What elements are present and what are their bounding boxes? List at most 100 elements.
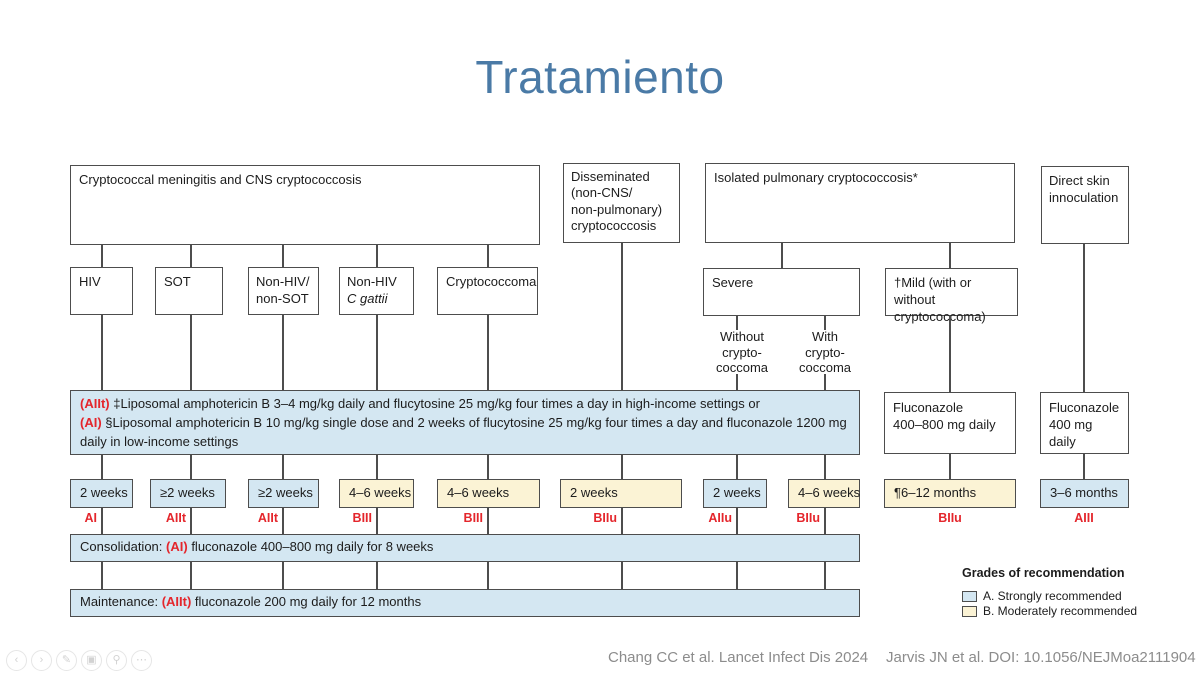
node-fluconazole-400-800: Fluconazole 400–800 mg daily <box>884 392 1016 454</box>
induction-line-1: (AIIt) ‡Liposomal amphotericin B 3–4 mg/… <box>80 395 850 414</box>
duration-box: 2 weeks <box>70 479 133 508</box>
connector-line <box>824 562 826 589</box>
maintenance-grade: (AIIt) <box>161 594 192 609</box>
connector-line <box>621 562 623 589</box>
zoom-icon[interactable]: ⚲ <box>106 650 127 671</box>
grade-label: AIIt <box>165 511 186 525</box>
induction-text-1: ‡Liposomal amphotericin B 3–4 mg/kg dail… <box>113 396 760 411</box>
consolidation-grade: (AI) <box>166 539 188 554</box>
connector-line <box>949 243 951 268</box>
connector-line <box>282 562 284 589</box>
branch-label-with-cryptococcoma: With crypto- coccoma <box>798 329 852 376</box>
see-all-slides-icon[interactable]: ▣ <box>81 650 102 671</box>
connector-line <box>282 245 284 267</box>
connector-line <box>621 243 623 390</box>
connector-line <box>824 508 826 534</box>
legend-item-a: A. Strongly recommended <box>962 589 1122 603</box>
duration-box: 4–6 weeks <box>339 479 414 508</box>
node-consolidation: Consolidation: (AI) fluconazole 400–800 … <box>70 534 860 562</box>
induction-line-2: (AI) §Liposomal amphotericin B 10 mg/kg … <box>80 414 850 452</box>
induction-grade-1: (AIIt) <box>80 396 110 411</box>
citation-left: Chang CC et al. Lancet Infect Dis 2024 <box>608 649 869 666</box>
duration-box: ≥2 weeks <box>248 479 319 508</box>
connector-line <box>736 508 738 534</box>
node-disseminated: Disseminated (non-CNS/ non-pulmonary) cr… <box>563 163 680 243</box>
connector-line <box>621 508 623 534</box>
node-nonhiv-nonsot: Non-HIV/ non-SOT <box>248 267 319 315</box>
connector-line <box>101 508 103 534</box>
connector-line <box>736 455 738 479</box>
duration-box: ≥2 weeks <box>150 479 226 508</box>
connector-line <box>736 316 738 330</box>
connector-line <box>1083 244 1085 392</box>
citation-right: Jarvis JN et al. DOI: 10.1056/NEJMoa2111… <box>886 649 1196 666</box>
node-induction-regimen: (AIIt) ‡Liposomal amphotericin B 3–4 mg/… <box>70 390 860 455</box>
connector-line <box>376 508 378 534</box>
grade-label: AI <box>84 511 98 525</box>
connector-line <box>282 315 284 390</box>
grade-label: AIIt <box>257 511 278 525</box>
grade-label: BIIu <box>938 511 962 525</box>
connector-line <box>487 455 489 479</box>
page-title: Tratamiento <box>475 51 725 103</box>
connector-line <box>736 562 738 589</box>
connector-line <box>190 245 192 267</box>
pen-icon[interactable]: ✎ <box>56 650 77 671</box>
node-cns-cryptococcosis: Cryptococcal meningitis and CNS cryptoco… <box>70 165 540 245</box>
node-hiv: HIV <box>70 267 133 315</box>
consolidation-prefix: Consolidation: <box>80 539 163 554</box>
induction-grade-2: (AI) <box>80 414 102 430</box>
duration-box: 4–6 weeks <box>437 479 540 508</box>
more-options-icon[interactable]: ⋯ <box>131 650 152 671</box>
node-sot: SOT <box>155 267 223 315</box>
duration-box: 2 weeks <box>560 479 682 508</box>
connector-line <box>824 374 826 390</box>
legend-label-b: B. Moderately recommended <box>983 604 1138 618</box>
node-nonhiv-cgattii-species: C gattii <box>347 290 388 306</box>
grade-label: BIII <box>352 511 372 525</box>
node-severe: Severe <box>703 268 860 316</box>
branch-label-without-cryptococcoma: Without crypto- coccoma <box>715 329 769 376</box>
grade-label: BIIu <box>796 511 820 525</box>
connector-line <box>376 245 378 267</box>
connector-line <box>376 562 378 589</box>
connector-line <box>824 316 826 330</box>
legend-item-b: B. Moderately recommended <box>962 604 1137 618</box>
connector-line <box>487 245 489 267</box>
connector-line <box>101 455 103 479</box>
duration-box: 2 weeks <box>703 479 767 508</box>
induction-text-2: §Liposomal amphotericin B 10 mg/kg singl… <box>80 414 847 449</box>
legend-swatch-yellow <box>962 605 977 617</box>
connector-line <box>736 374 738 390</box>
connector-line <box>282 508 284 534</box>
connector-line <box>190 562 192 589</box>
connector-line <box>487 508 489 534</box>
previous-slide-button[interactable]: ‹ <box>6 650 27 671</box>
connector-line <box>101 562 103 589</box>
connector-line <box>824 455 826 479</box>
maintenance-prefix: Maintenance: <box>80 594 159 609</box>
connector-line <box>487 562 489 589</box>
connector-line <box>190 455 192 479</box>
grade-label: AIII <box>1074 511 1094 525</box>
legend-swatch-blue <box>962 590 977 602</box>
legend-title: Grades of recommendation <box>962 566 1125 580</box>
node-nonhiv-cgattii-line1: Non-HIV <box>347 274 397 289</box>
duration-box: ¶6–12 months <box>884 479 1016 508</box>
next-slide-button[interactable]: › <box>31 650 52 671</box>
connector-line <box>781 243 783 268</box>
connector-line <box>101 315 103 390</box>
legend-label-a: A. Strongly recommended <box>983 589 1122 603</box>
connector-line <box>621 455 623 479</box>
connector-line <box>949 454 951 479</box>
duration-box: 4–6 weeks <box>788 479 860 508</box>
connector-line <box>376 455 378 479</box>
node-maintenance: Maintenance: (AIIt) fluconazole 200 mg d… <box>70 589 860 617</box>
grade-label: AIIu <box>708 511 732 525</box>
connector-line <box>101 245 103 267</box>
node-cryptococcoma: Cryptococcoma <box>437 267 538 315</box>
node-direct-skin: Direct skin innoculation <box>1041 166 1129 244</box>
node-fluconazole-400: Fluconazole 400 mg daily <box>1040 392 1129 454</box>
